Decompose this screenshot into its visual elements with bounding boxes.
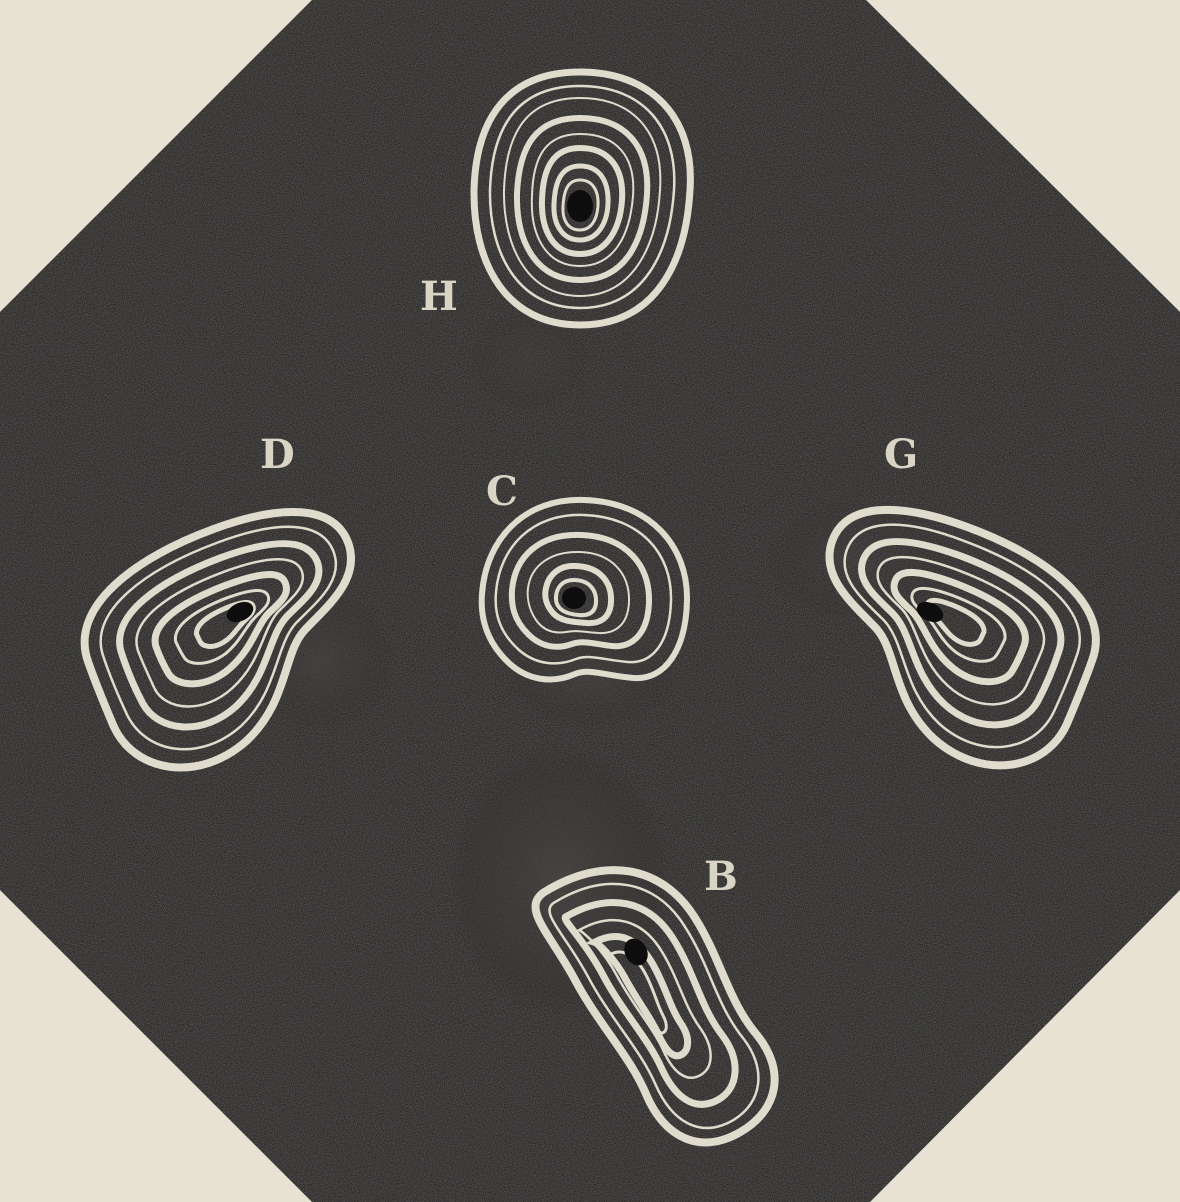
- label-b: B: [704, 853, 738, 900]
- ring-figure-h: [470, 68, 694, 329]
- label-h: H: [420, 273, 458, 320]
- dark-cores: [226, 190, 944, 966]
- label-c: C: [486, 468, 518, 515]
- label-g: G: [884, 431, 918, 478]
- ring-figure-b: [531, 866, 779, 1147]
- ring-figure-c: [478, 496, 691, 683]
- label-d: D: [260, 431, 295, 478]
